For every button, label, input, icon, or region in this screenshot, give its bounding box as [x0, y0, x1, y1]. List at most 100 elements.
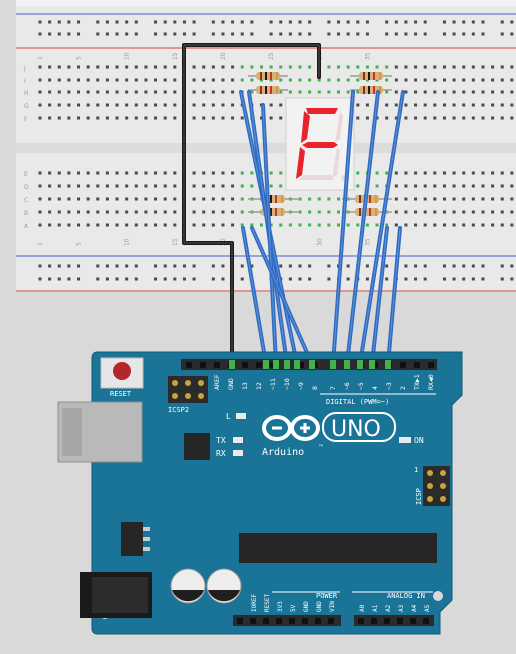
column-number: 10	[124, 52, 131, 60]
breadboard-hole	[481, 78, 485, 82]
rx-led-label: RX	[216, 449, 226, 458]
breadboard-hole	[337, 32, 341, 36]
breadboard-hole	[442, 264, 446, 268]
breadboard-hole	[356, 171, 360, 175]
breadboard-hole	[134, 78, 138, 82]
breadboard-hole	[231, 197, 235, 201]
breadboard-hole	[491, 210, 495, 214]
breadboard-hole	[77, 223, 81, 227]
breadboard-hole	[442, 197, 446, 201]
breadboard-hole	[442, 65, 446, 69]
column-number: 10	[124, 238, 131, 246]
breadboard-hole	[491, 90, 495, 94]
header-pin	[414, 362, 420, 368]
wire-pin-10	[261, 103, 278, 366]
breadboard-hole	[356, 32, 360, 36]
breadboard-hole	[346, 90, 350, 94]
breadboard-hole	[423, 90, 427, 94]
breadboard-hole	[154, 277, 158, 281]
breadboard-hole	[202, 171, 206, 175]
row-letter: F	[24, 116, 28, 123]
breadboard-hole	[231, 103, 235, 107]
breadboard-hole	[279, 65, 283, 69]
breadboard-hole	[67, 210, 71, 214]
breadboard-hole	[423, 78, 427, 82]
breadboard-hole	[510, 210, 514, 214]
breadboard-hole	[38, 210, 42, 214]
breadboard-hole	[250, 264, 254, 268]
breadboard-hole	[231, 32, 235, 36]
breadboard-hole	[134, 20, 138, 24]
breadboard-hole	[442, 32, 446, 36]
breadboard-hole	[462, 277, 466, 281]
reset-button[interactable]	[100, 357, 144, 389]
breadboard-hole	[38, 184, 42, 188]
breadboard-hole	[491, 65, 495, 69]
column-number: 35	[364, 52, 371, 60]
breadboard-hole	[240, 210, 244, 214]
breadboard-hole	[500, 20, 504, 24]
power-pin-label: GND	[303, 601, 310, 612]
breadboard-hole	[154, 223, 158, 227]
breadboard-hole	[337, 197, 341, 201]
breadboard-hole	[38, 65, 42, 69]
breadboard-hole	[144, 223, 148, 227]
breadboard-hole	[327, 264, 331, 268]
breadboard-hole	[57, 32, 61, 36]
breadboard-hole	[356, 103, 360, 107]
breadboard-hole	[385, 32, 389, 36]
breadboard-hole	[57, 264, 61, 268]
row-letter: E	[24, 171, 28, 178]
breadboard-hole	[471, 78, 475, 82]
row-letter: G	[24, 103, 29, 110]
breadboard-hole	[173, 210, 177, 214]
header-pin	[328, 618, 334, 624]
wire-pin-8b	[250, 226, 314, 366]
breadboard-hole	[491, 197, 495, 201]
breadboard-hole	[125, 90, 129, 94]
power-pin-label: VIN	[329, 601, 336, 612]
breadboard-hole	[211, 184, 215, 188]
breadboard-hole	[144, 184, 148, 188]
breadboard-hole	[298, 277, 302, 281]
breadboard-hole	[308, 65, 312, 69]
breadboard-hole	[57, 184, 61, 188]
breadboard-hole	[182, 20, 186, 24]
breadboard-hole	[259, 223, 263, 227]
breadboard-hole	[356, 65, 360, 69]
breadboard-hole	[67, 184, 71, 188]
breadboard-hole	[250, 223, 254, 227]
wire-pin-6	[345, 90, 380, 366]
breadboard-hole	[414, 264, 418, 268]
breadboard-hole	[77, 210, 81, 214]
breadboard-hole	[125, 223, 129, 227]
breadboard-hole	[144, 78, 148, 82]
breadboard-hole	[77, 103, 81, 107]
breadboard-hole	[471, 103, 475, 107]
breadboard-hole	[105, 65, 109, 69]
breadboard-hole	[481, 210, 485, 214]
breadboard-hole	[57, 116, 61, 120]
breadboard-hole	[308, 210, 312, 214]
digital-pin-label: ~3	[385, 382, 393, 390]
breadboard-hole	[414, 277, 418, 281]
breadboard-hole	[192, 20, 196, 24]
digital-pin-label: ~11	[269, 378, 277, 390]
breadboard-hole	[57, 197, 61, 201]
breadboard-hole	[346, 223, 350, 227]
digital-pin-label: GND	[227, 378, 235, 390]
wire-end	[344, 360, 350, 369]
breadboard-hole	[163, 32, 167, 36]
column-number: 15	[172, 238, 179, 246]
breadboard-hole	[414, 223, 418, 227]
breadboard-hole	[462, 184, 466, 188]
breadboard-hole	[375, 184, 379, 188]
breadboard-hole	[173, 90, 177, 94]
breadboard-hole	[394, 171, 398, 175]
breadboard-hole	[394, 116, 398, 120]
breadboard-hole	[57, 171, 61, 175]
breadboard-hole	[48, 65, 52, 69]
icsp-header	[423, 466, 450, 506]
segment-f	[301, 111, 310, 143]
breadboard-hole	[38, 277, 42, 281]
